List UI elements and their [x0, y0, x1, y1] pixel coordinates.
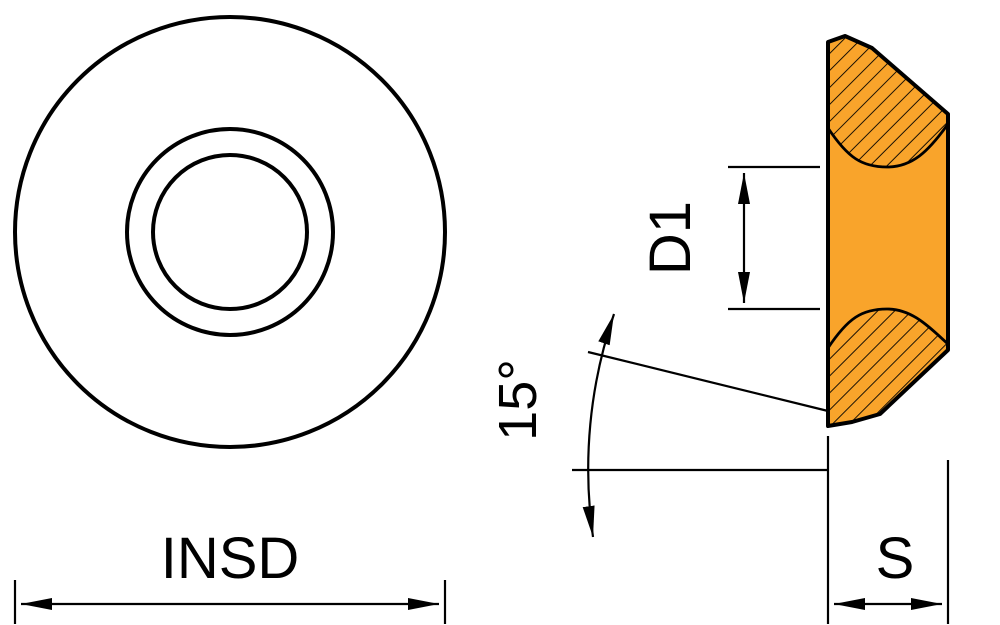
insert-center-hole [151, 153, 309, 311]
s-label: S [876, 526, 915, 591]
bore-contour-top [826, 122, 950, 169]
insd-dimension: INSD [13, 526, 447, 624]
relief-angle-label: 15° [488, 359, 548, 441]
section-hatch-top [828, 36, 948, 167]
section-hatch-bottom [828, 309, 948, 426]
insd-label: INSD [161, 526, 300, 591]
face-view [13, 15, 447, 449]
relief-angle-annotation: 15° [488, 313, 829, 538]
insert-chamfer-circle [125, 127, 335, 337]
d1-dimension: D1 [638, 165, 820, 311]
s-dimension: S [826, 436, 950, 624]
d1-label: D1 [638, 201, 703, 275]
bore-contour-bottom [826, 307, 950, 350]
insert-outer-circle [13, 15, 447, 449]
side-view [826, 34, 950, 428]
side-view-outline [826, 34, 950, 428]
angle-arc [582, 313, 616, 538]
angle-reference-line-slanted [587, 350, 829, 413]
